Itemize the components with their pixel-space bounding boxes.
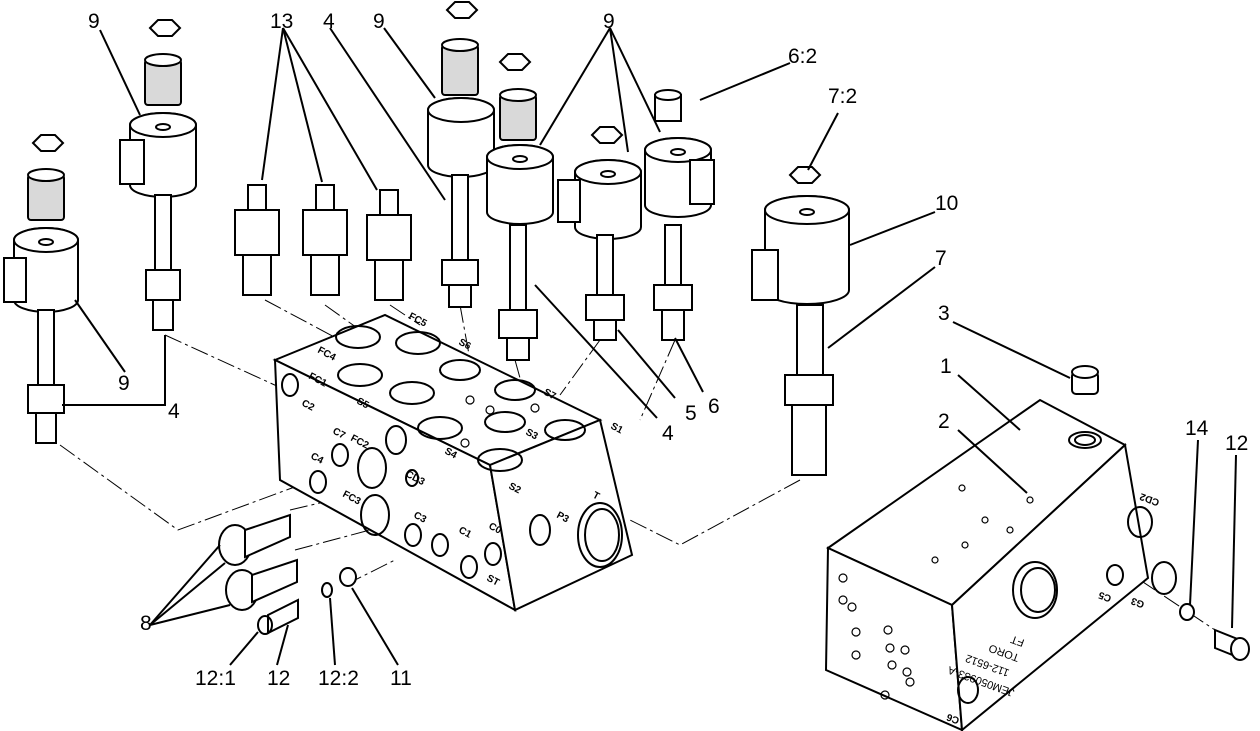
port-label-c4: C4 — [309, 451, 326, 467]
port-label-cd2: CD2 — [1138, 490, 1161, 507]
callout-12-1: 12:1 — [195, 667, 236, 690]
callout-9-right: 9 — [603, 10, 615, 33]
port-label-c5: C5 — [1097, 589, 1113, 604]
callout-4-right: 4 — [662, 422, 674, 445]
port-label-t: T — [591, 490, 602, 503]
callout-labels: 9 13 4 9 9 6:2 7:2 10 7 3 1 2 14 12 9 4 … — [88, 10, 1248, 690]
callout-2: 2 — [938, 410, 950, 433]
port-label-s2: S2 — [507, 481, 523, 497]
callout-12-2: 12:2 — [318, 667, 359, 690]
port-label-s7: S7 — [542, 387, 558, 403]
port-label-s3: S3 — [524, 427, 540, 443]
callout-9-left: 9 — [88, 10, 100, 33]
port-label-s4: S4 — [443, 446, 459, 462]
port-label-st: ST — [485, 573, 501, 589]
left-manifold-block — [272, 313, 634, 612]
callout-12-lower: 12 — [267, 667, 290, 690]
port-label-c0: C0 — [487, 521, 504, 537]
right-manifold-block — [824, 398, 1177, 731]
callout-7-2: 7:2 — [828, 85, 857, 108]
callout-1: 1 — [940, 355, 952, 378]
callout-8: 8 — [140, 612, 152, 635]
port-label-c1: C1 — [457, 525, 474, 541]
callout-9-lower: 9 — [118, 372, 130, 395]
cartridge-valves — [27, 174, 834, 476]
solenoid-coil-assemblies — [3, 1, 850, 313]
port-label-s1: S1 — [609, 421, 625, 437]
callout-3: 3 — [938, 302, 950, 325]
callout-7: 7 — [935, 247, 947, 270]
callout-4-left: 4 — [168, 400, 180, 423]
port-label-c3: C3 — [412, 510, 429, 526]
port-label-s5: S5 — [355, 396, 371, 412]
callout-6: 6 — [708, 395, 720, 418]
fittings — [218, 365, 1250, 661]
part-stamp-line4: FT — [1009, 632, 1026, 648]
callout-5: 5 — [685, 402, 697, 425]
port-label-g3: G3 — [1129, 594, 1146, 609]
callout-11: 11 — [390, 667, 412, 690]
leader-lines — [62, 27, 1237, 666]
callout-6-2: 6:2 — [788, 45, 817, 68]
callout-10: 10 — [935, 192, 958, 215]
callout-4-top: 4 — [323, 10, 335, 33]
callout-12-right: 12 — [1225, 432, 1248, 455]
port-label-c7: C7 — [331, 426, 348, 442]
port-label-s6: S6 — [457, 337, 473, 353]
port-label-p3: P3 — [555, 510, 571, 526]
callout-14: 14 — [1185, 417, 1209, 440]
port-label-c2: C2 — [300, 398, 317, 414]
callout-13: 13 — [270, 10, 293, 33]
callout-9-center: 9 — [373, 10, 385, 33]
port-label-c6: C6 — [945, 711, 961, 726]
